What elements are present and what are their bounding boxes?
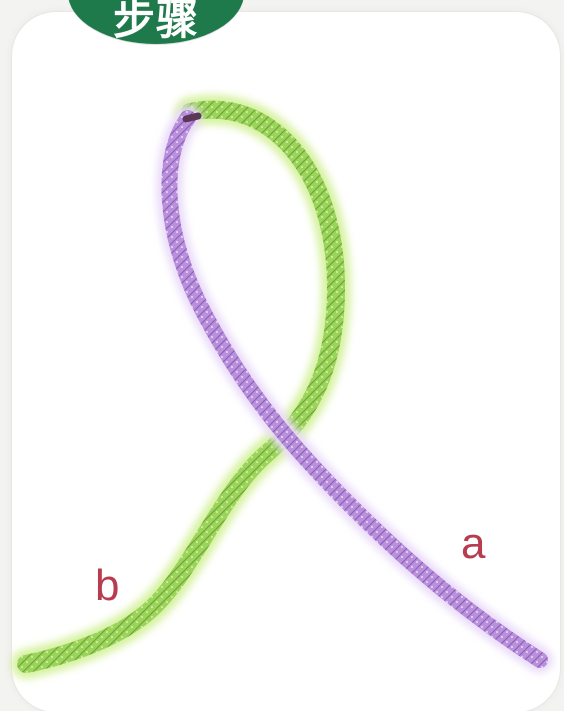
purple-cord-glow [169, 118, 540, 660]
label-a: a [461, 522, 485, 566]
cord-join-mark [186, 116, 198, 119]
label-b: b [95, 564, 119, 608]
purple-cord [169, 118, 540, 660]
